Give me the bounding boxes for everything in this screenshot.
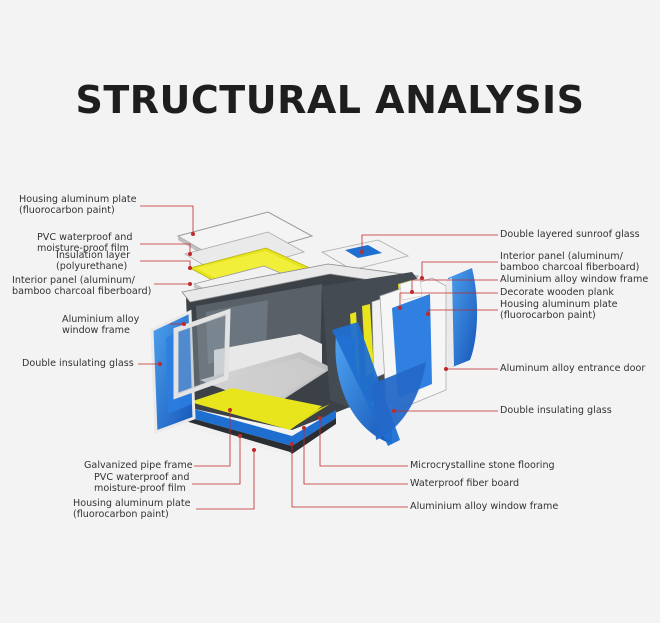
leader-right-3 — [411, 279, 498, 292]
label-double-glass-left: Double insulating glass — [22, 358, 134, 369]
label-pvc-film-bottom: PVC waterproof and moisture-proof film — [94, 472, 190, 494]
label-sunroof-glass: Double layered sunroof glass — [500, 229, 640, 240]
floor-base — [176, 388, 336, 458]
label-housing-plate-bottom: Housing aluminum plate (fluorocarbon pai… — [73, 498, 191, 520]
label-window-frame-bottom: Aluminium alloy window frame — [410, 501, 559, 512]
leader-br-2 — [303, 428, 408, 485]
leader-bl-3 — [196, 450, 255, 510]
page-title: STRUCTURAL ANALYSIS — [75, 78, 585, 122]
label-housing-plate-right: Housing aluminum plate (fluorocarbon pai… — [500, 299, 618, 321]
leader-right-4 — [399, 292, 498, 308]
leader-bl-1 — [194, 410, 231, 467]
leader-lines — [138, 205, 498, 510]
label-pvc-film-top: PVC waterproof and moisture-proof film — [37, 232, 133, 254]
label-insulation-layer: Insulation layer (polyurethane) — [56, 250, 131, 272]
leader-right-1 — [361, 234, 498, 252]
label-entrance-door: Aluminum alloy entrance door — [500, 363, 646, 374]
leader-dots — [158, 232, 448, 452]
label-window-frame-left: Aluminium alloy window frame — [62, 314, 140, 336]
leader-br-1 — [319, 418, 408, 467]
leader-br-3 — [291, 444, 408, 508]
leader-bl-2 — [192, 436, 241, 485]
label-double-glass-right: Double insulating glass — [500, 405, 612, 416]
label-interior-panel-right: Interior panel (aluminum/ bamboo charcoa… — [500, 251, 640, 273]
leader-left-3 — [140, 260, 191, 268]
label-stone-flooring: Microcrystalline stone flooring — [410, 460, 555, 471]
leader-left-2 — [140, 243, 191, 254]
label-galvanized-pipe: Galvanized pipe frame — [84, 460, 193, 471]
right-panels — [332, 268, 478, 446]
label-wooden-plank: Decorate wooden plank — [500, 287, 614, 298]
leader-right-2 — [421, 261, 498, 278]
label-housing-plate-top: Housing aluminum plate (fluorocarbon pai… — [19, 194, 137, 216]
left-window — [150, 308, 231, 435]
label-fiber-board: Waterproof fiber board — [410, 478, 520, 489]
label-window-frame-right: Aluminium alloy window frame — [500, 274, 649, 285]
label-interior-panel-left: Interior panel (aluminum/ bamboo charcoa… — [12, 275, 152, 297]
leader-left-1 — [140, 205, 194, 234]
